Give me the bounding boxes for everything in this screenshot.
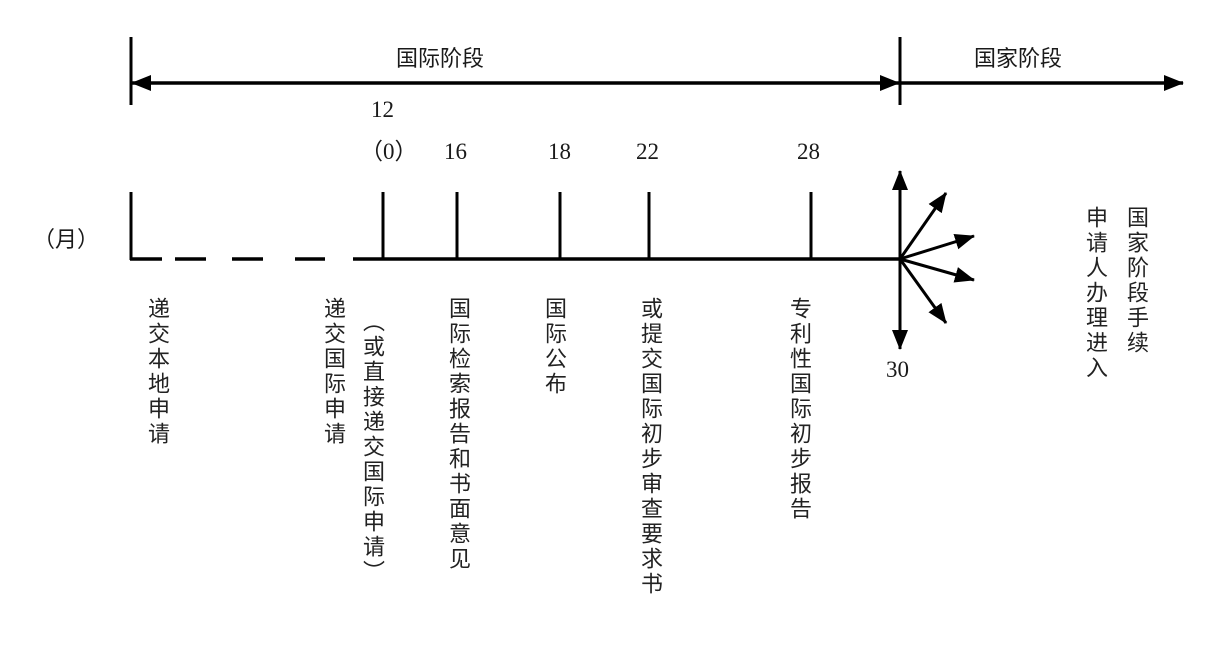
national-entry-arrows (892, 170, 975, 350)
month-unit-label: （月） (33, 228, 100, 253)
national-phase-label: 国家阶段 (974, 47, 1063, 72)
timeline-axis (129, 192, 900, 261)
tick-label-30: 30 (886, 357, 909, 382)
tick-label-28: 28 (797, 139, 820, 164)
event-direct-international-filing: （或直接递交国际申请） (359, 310, 384, 585)
tick-label-16: 16 (444, 139, 467, 164)
tick-label-0: （0） (360, 139, 418, 164)
event-publication: 国际公布 (541, 297, 566, 397)
event-search-report: 国际检索报告和书面意见 (445, 297, 470, 572)
event-preliminary-exam-demand: 或提交国际初步审查要求书 (637, 297, 662, 597)
event-preliminary-report: 专利性国际初步报告 (786, 297, 811, 522)
phase-bar (129, 37, 1184, 105)
tick-label-22: 22 (636, 139, 659, 164)
tick-label-12: 12 (371, 97, 394, 122)
event-applicant-entry: 申请人办理进入 (1082, 206, 1107, 381)
tick-label-18: 18 (548, 139, 571, 164)
international-phase-label: 国际阶段 (396, 47, 485, 72)
event-national-phase-procedures: 国家阶段手续 (1123, 206, 1148, 356)
event-local-filing: 递交本地申请 (144, 297, 169, 447)
event-international-filing: 递交国际申请 (320, 297, 345, 447)
